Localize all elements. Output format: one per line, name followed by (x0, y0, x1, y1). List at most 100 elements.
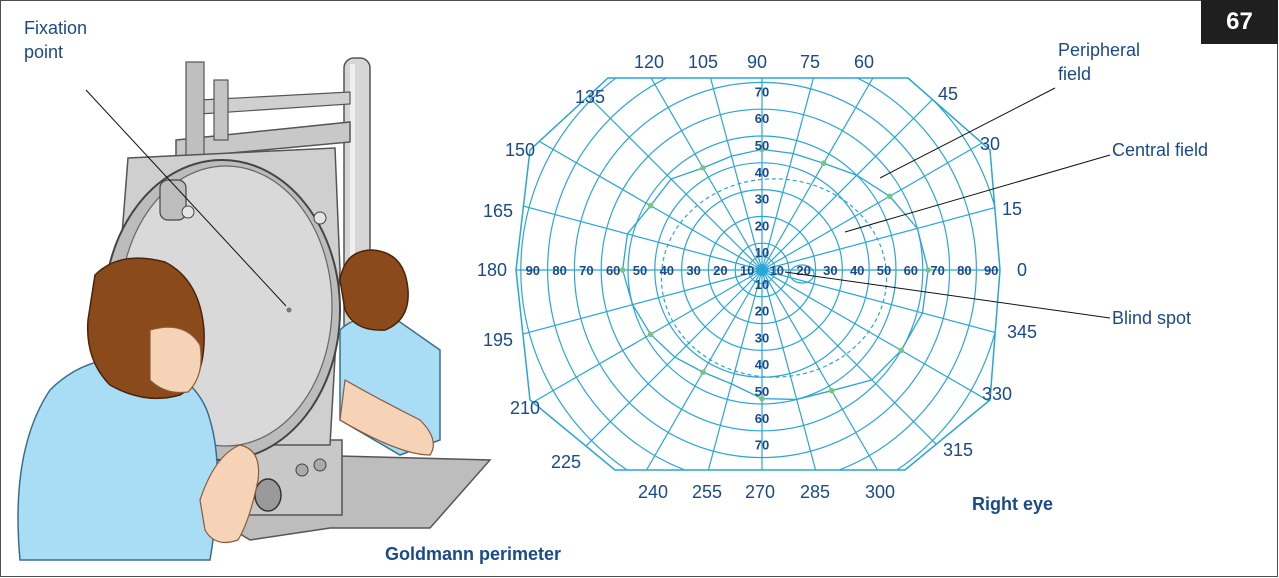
chart-outline (515, 77, 1001, 471)
chart-spoke-105 (683, 78, 763, 271)
peripheral-field-point (898, 347, 905, 354)
chart-spoke-210 (516, 269, 763, 421)
ring-label-bottom: 10 (755, 277, 769, 292)
ring-label-right: 80 (957, 263, 971, 278)
ring-label-top: 20 (755, 218, 769, 233)
angle-label-180: 180 (477, 260, 507, 280)
peripheral-field-point (700, 369, 706, 375)
peripheral-field-point (759, 395, 765, 402)
goldmann-perimeter-caption: Goldmann perimeter (385, 544, 561, 564)
peripheral-field-label-line1: Peripheral (1058, 40, 1140, 60)
ring-label-right: 40 (850, 263, 864, 278)
angle-label-330: 330 (982, 384, 1012, 404)
ring-label-left: 10 (740, 263, 754, 278)
ring-label-right: 10 (770, 263, 784, 278)
angle-label-105: 105 (688, 52, 718, 72)
peripheral-field-point (820, 160, 827, 167)
ring-label-bottom: 50 (755, 384, 769, 399)
angle-label-225: 225 (551, 452, 581, 472)
chart-spoke-285 (761, 269, 841, 470)
chart-spoke-195 (516, 269, 763, 349)
ring-label-left: 80 (552, 263, 566, 278)
angle-label-345: 345 (1007, 322, 1037, 342)
angle-label-30: 30 (980, 134, 1000, 154)
angle-label-240: 240 (638, 482, 668, 502)
chart-grid (516, 78, 1000, 470)
peripheral-field-point (828, 387, 835, 394)
angle-label-315: 315 (943, 440, 973, 460)
angle-label-300: 300 (865, 482, 895, 502)
chart-spoke-330 (761, 269, 1000, 421)
ring-label-bottom: 70 (755, 438, 769, 453)
ring-label-top: 60 (755, 111, 769, 126)
angle-label-195: 195 (483, 330, 513, 350)
ring-label-top: 10 (755, 245, 769, 260)
angle-label-150: 150 (505, 140, 535, 160)
peripheral-field-point (647, 202, 654, 209)
ring-label-right: 50 (877, 263, 891, 278)
central-field-isopter (660, 178, 888, 378)
ring-label-bottom: 30 (755, 330, 769, 345)
ring-label-bottom: 20 (755, 304, 769, 319)
ring-label-right: 30 (823, 263, 837, 278)
chart-spoke-150 (516, 119, 763, 271)
peripheral-field-point (925, 267, 931, 273)
angle-label-45: 45 (938, 84, 958, 104)
angle-label-120: 120 (634, 52, 664, 72)
ring-label-left: 20 (713, 263, 727, 278)
ring-label-top: 40 (755, 165, 769, 180)
chart-spoke-120 (611, 78, 763, 271)
peripheral-field-label-line2: field (1058, 64, 1091, 84)
ring-label-right: 70 (930, 263, 944, 278)
ring-label-bottom: 60 (755, 411, 769, 426)
blind-spot-label: Blind spot (1112, 308, 1191, 328)
angle-label-60: 60 (854, 52, 874, 72)
ring-label-left: 90 (526, 263, 540, 278)
angle-label-75: 75 (800, 52, 820, 72)
central-leader-line (844, 154, 1111, 233)
chart-spoke-255 (683, 269, 763, 470)
peripheral-field-point (647, 331, 654, 338)
ring-label-left: 70 (579, 263, 593, 278)
ring-label-top: 30 (755, 192, 769, 207)
chart-spoke-345 (761, 269, 1000, 349)
chart-spoke-165 (516, 191, 763, 271)
peripheral-field-point (619, 267, 626, 273)
angle-label-90: 90 (747, 52, 767, 72)
chart-spoke-15 (761, 191, 1000, 271)
peripheral-field-point (886, 193, 893, 200)
goldmann-perimeter-illustration (17, 57, 492, 561)
blind-spot-leader-line (784, 271, 1111, 319)
ring-label-left: 30 (686, 263, 700, 278)
chart-spoke-75 (761, 78, 841, 271)
ring-label-left: 40 (660, 263, 674, 278)
blind-spot-marker (789, 264, 815, 284)
angle-label-135: 135 (575, 87, 605, 107)
angle-label-255: 255 (692, 482, 722, 502)
ring-label-top: 70 (755, 84, 769, 99)
fixation-point-dot (286, 307, 292, 313)
peripheral-leader-line (879, 87, 1056, 179)
chart-spoke-60 (761, 78, 913, 271)
ring-label-left: 50 (633, 263, 647, 278)
angle-label-0: 0 (1017, 260, 1027, 280)
angle-label-210: 210 (510, 398, 540, 418)
right-eye-caption: Right eye (972, 494, 1053, 514)
chart-spoke-300 (761, 269, 913, 470)
central-field-label: Central field (1112, 140, 1208, 160)
fixation-label-line1: Fixation (24, 18, 87, 38)
page-number-badge: 67 (1201, 0, 1278, 44)
chart-spoke-225 (549, 269, 763, 470)
ring-label-left: 60 (606, 263, 620, 278)
angle-label-270: 270 (745, 482, 775, 502)
fixation-label-line2: point (24, 42, 63, 62)
ring-label-right: 60 (904, 263, 918, 278)
angle-label-15: 15 (1002, 199, 1022, 219)
angle-label-165: 165 (483, 201, 513, 221)
peripheral-field-point (700, 165, 706, 171)
ring-label-top: 50 (755, 138, 769, 153)
ring-label-bottom: 40 (755, 357, 769, 372)
ring-label-right: 90 (984, 263, 998, 278)
